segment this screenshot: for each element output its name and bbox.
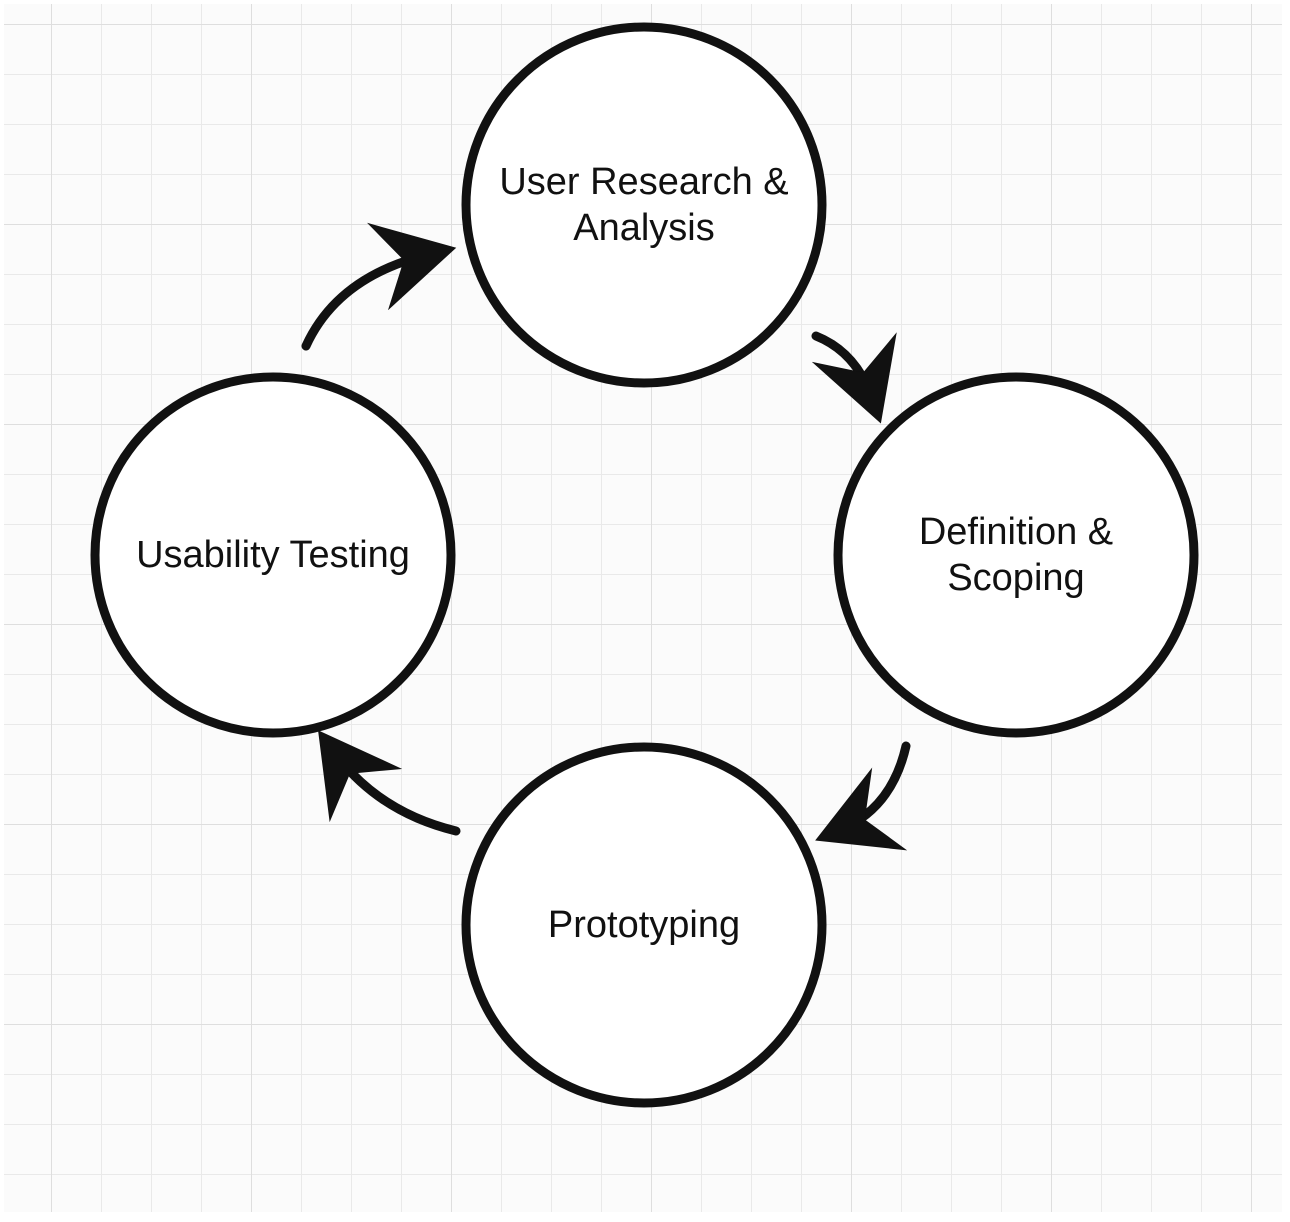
node-circle-definition[interactable] <box>833 372 1199 738</box>
edge-testing-to-research <box>301 222 457 351</box>
edge-definition-to-prototyping <box>815 741 911 851</box>
node-label-user-research-text: User Research &Analysis <box>499 161 789 249</box>
node-circle-user-research[interactable] <box>461 22 827 388</box>
node-label-prototyping: Prototyping <box>466 747 822 1103</box>
node-label-prototyping-text: Prototyping <box>547 904 741 946</box>
node-label-user-research: User Research &Analysis <box>466 27 822 383</box>
node-label-usability-testing: Usability Testing <box>95 377 451 733</box>
edge-research-to-definition <box>811 331 897 424</box>
node-circle-prototyping[interactable] <box>461 742 827 1108</box>
node-label-usability-testing-text: Usability Testing <box>136 534 410 576</box>
node-label-definition-text: Definition &Scoping <box>918 511 1114 599</box>
node-label-definition: Definition &Scoping <box>838 377 1194 733</box>
node-circle-usability-testing[interactable] <box>90 372 456 738</box>
edge-prototyping-to-testing <box>318 730 461 836</box>
